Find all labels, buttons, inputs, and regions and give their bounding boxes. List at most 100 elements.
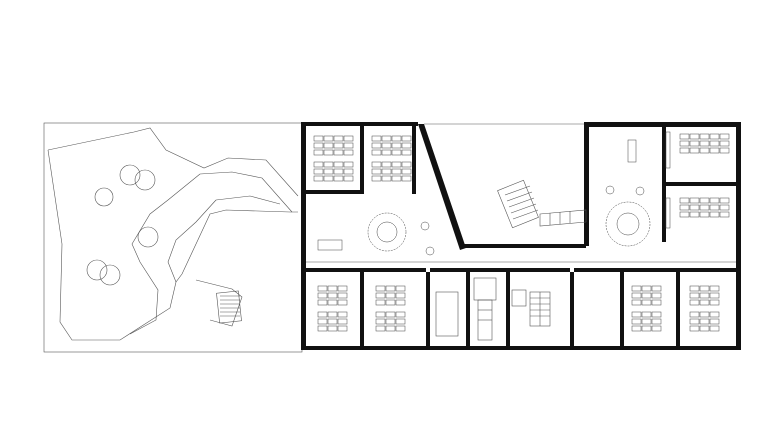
desk [401, 161, 412, 168]
desk [651, 325, 662, 332]
desk [709, 311, 720, 318]
round-table-small [635, 186, 645, 196]
desk [375, 299, 386, 306]
desk [385, 311, 396, 318]
desk [395, 299, 406, 306]
desk [375, 311, 386, 318]
desk [343, 161, 354, 168]
desk [699, 197, 710, 204]
desk [631, 325, 642, 332]
desk [699, 211, 710, 218]
desk [371, 161, 382, 168]
desk [337, 292, 348, 299]
desk [371, 168, 382, 175]
desk [385, 292, 396, 299]
desk [641, 285, 652, 292]
desk [327, 299, 338, 306]
desk [333, 175, 344, 182]
desk [679, 211, 690, 218]
desk [323, 142, 334, 149]
desk [689, 318, 700, 325]
desk [395, 325, 406, 332]
desk [317, 311, 328, 318]
desk [333, 168, 344, 175]
external-stair [195, 279, 243, 327]
desk [391, 175, 402, 182]
desk [333, 135, 344, 142]
desk [699, 204, 710, 211]
desk [719, 133, 730, 140]
desk [391, 135, 402, 142]
desk [337, 318, 348, 325]
landscape-inner-path [129, 171, 293, 335]
desk [699, 292, 710, 299]
desk [641, 325, 652, 332]
desk [641, 299, 652, 306]
classroom-desks [313, 133, 730, 332]
round-table-large [367, 212, 407, 252]
desk [385, 285, 396, 292]
desk [343, 149, 354, 156]
desk [323, 149, 334, 156]
desk [699, 147, 710, 154]
desk [381, 135, 392, 142]
desk [699, 311, 710, 318]
desk [689, 140, 700, 147]
tree [99, 264, 121, 286]
desk [381, 161, 392, 168]
desk [391, 142, 402, 149]
desk [323, 168, 334, 175]
desk [651, 292, 662, 299]
desk [343, 168, 354, 175]
desk [689, 285, 700, 292]
desk [317, 285, 328, 292]
desk [631, 311, 642, 318]
desk [395, 285, 406, 292]
desk [709, 318, 720, 325]
desk [689, 204, 700, 211]
round-table-large [605, 201, 651, 247]
desk [689, 325, 700, 332]
desk [343, 135, 354, 142]
desk [709, 197, 720, 204]
desk [323, 175, 334, 182]
desk [337, 325, 348, 332]
desk [401, 135, 412, 142]
tree [134, 169, 156, 191]
desk [401, 168, 412, 175]
desk [689, 147, 700, 154]
desk [371, 175, 382, 182]
desk [317, 325, 328, 332]
desk [709, 325, 720, 332]
desk [333, 149, 344, 156]
desk [679, 204, 690, 211]
atrium-stair [497, 179, 587, 229]
round-table-small [605, 185, 615, 195]
round-table-small [425, 246, 435, 256]
desk [337, 299, 348, 306]
desk [631, 299, 642, 306]
desk [313, 142, 324, 149]
desk [327, 292, 338, 299]
desk [651, 318, 662, 325]
desk [699, 140, 710, 147]
desk [327, 285, 338, 292]
desk [333, 161, 344, 168]
round-table-small [420, 221, 430, 231]
desk [631, 318, 642, 325]
desk [375, 318, 386, 325]
desk [651, 311, 662, 318]
desk [689, 311, 700, 318]
site-area [43, 122, 303, 353]
desk [699, 133, 710, 140]
desk [327, 311, 338, 318]
desk [371, 149, 382, 156]
desk [699, 299, 710, 306]
tree [137, 226, 159, 248]
desk [679, 140, 690, 147]
landscape-inner-path-2 [167, 195, 281, 283]
desk [317, 299, 328, 306]
desk [719, 140, 730, 147]
desk [709, 147, 720, 154]
